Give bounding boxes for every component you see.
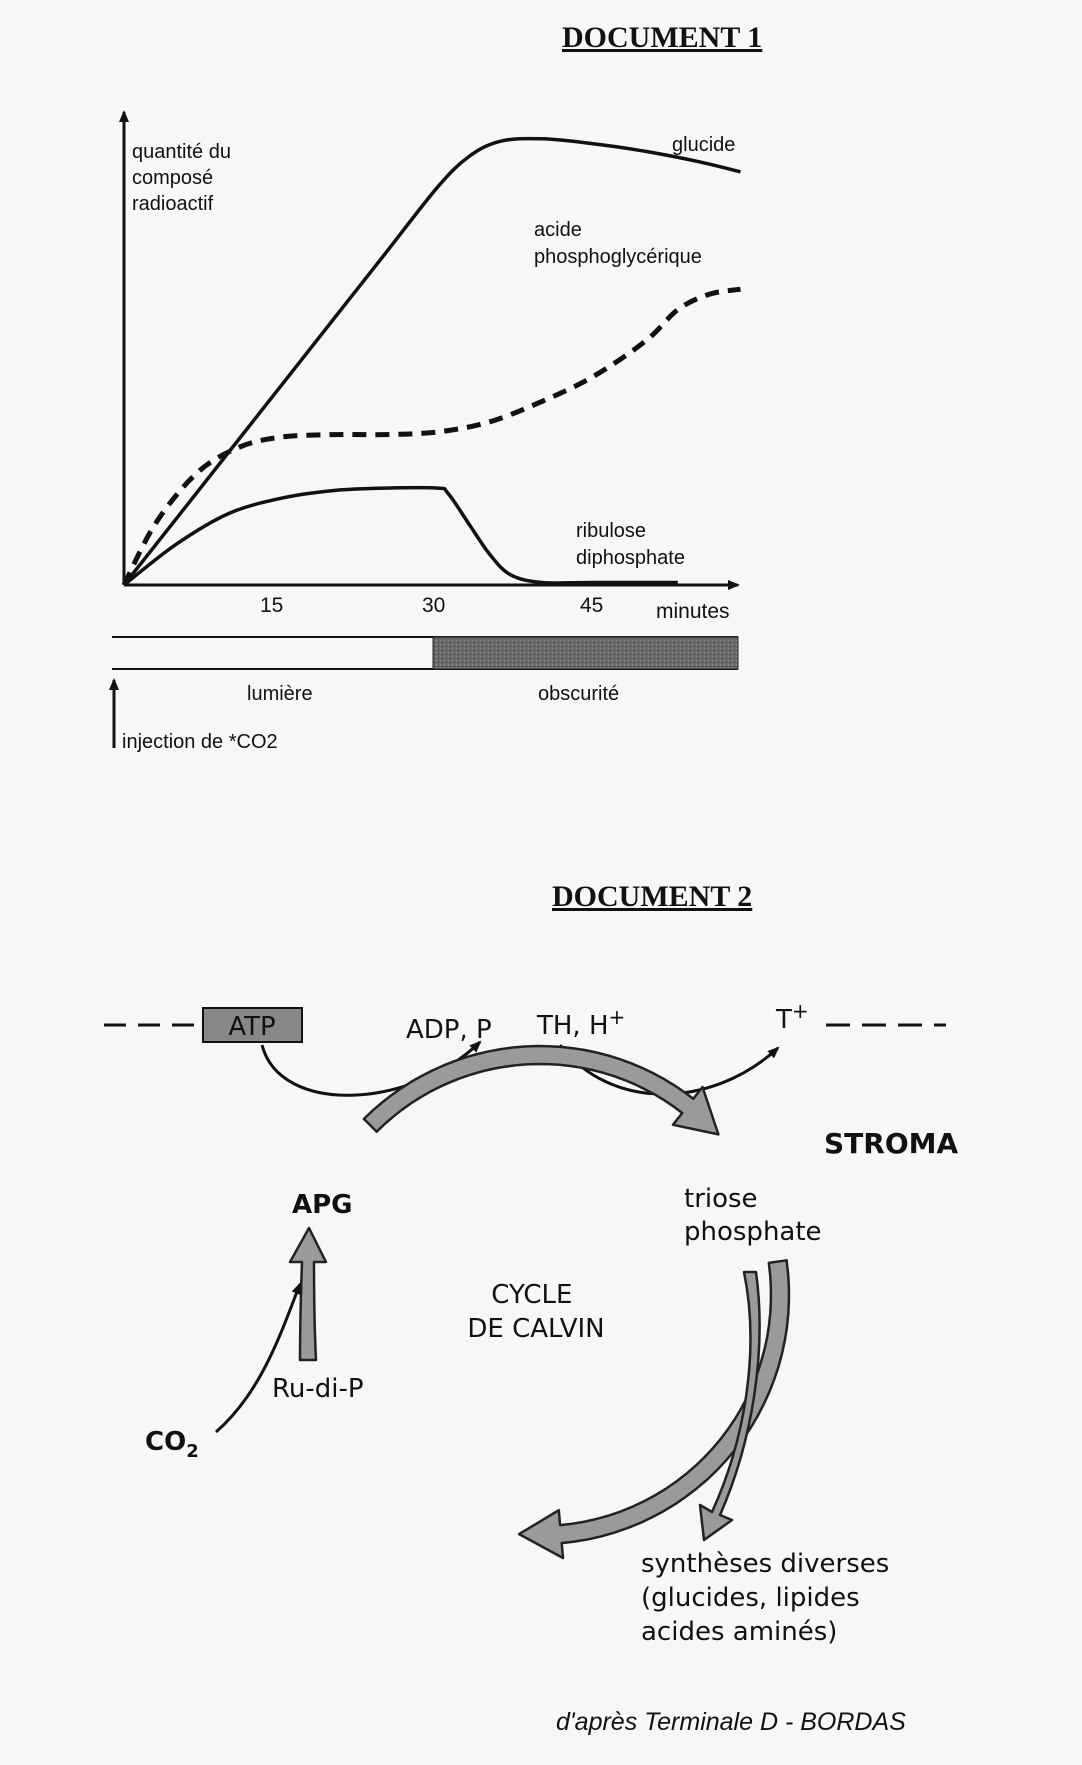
th-h-label: TH, H+ (536, 1005, 625, 1041)
document2-title: DOCUMENT 2 (552, 880, 752, 913)
branch-arrow-to-syntheses (698, 1270, 761, 1542)
syntheses-line-2: (glucides, lipides (641, 1583, 860, 1613)
calvin-line-1: CYCLE (491, 1280, 572, 1310)
series-apg-line (121, 286, 741, 587)
calvin-cycle-diagram: ATP ADP, P TH, H+ T+ STROMA APG triose p… (104, 999, 958, 1647)
x-axis-label: minutes (656, 600, 730, 623)
series-rudp-line (122, 485, 678, 587)
y-axis-label-line-1: quantité du (132, 141, 231, 163)
t-text: T (775, 1005, 792, 1035)
th-h-superscript: + (609, 1005, 626, 1029)
series-label-glucide: glucide (672, 134, 735, 156)
series-label-apg-line-1: acide (534, 219, 582, 241)
th-h-text: TH, H (536, 1011, 609, 1041)
atp-box (202, 1007, 303, 1043)
syntheses-line-1: synthèses diverses (641, 1549, 889, 1579)
series-label-rudp: ribulose diphosphate (576, 520, 685, 569)
y-axis-label: quantité du composé radioactif (132, 141, 237, 215)
y-axis-label-line-2: composé (132, 167, 213, 189)
adp-p-label: ADP, P (406, 1015, 492, 1045)
x-tick-15: 15 (260, 594, 283, 617)
calvin-cycle-label: CYCLE DE CALVIN (467, 1280, 604, 1344)
document1-title: DOCUMENT 1 (562, 21, 762, 54)
co2-label: CO2 (145, 1427, 199, 1462)
co2-subscript: 2 (186, 1441, 199, 1462)
series-label-apg-line-2: phosphoglycérique (534, 246, 702, 268)
injection-label: injection de *CO2 (122, 731, 278, 753)
x-tick-45: 45 (580, 594, 603, 617)
cycle-arrow-rudip-to-apg (288, 1226, 328, 1362)
triose-line-1: triose (684, 1184, 758, 1214)
phase-label-dark: obscurité (538, 683, 619, 705)
phase-darkness-bar (432, 636, 739, 670)
calvin-line-2: DE CALVIN (467, 1314, 604, 1344)
cycle-arrows (288, 1044, 791, 1560)
triose-phosphate-label: triose phosphate (684, 1184, 822, 1247)
syntheses-line-3: acides aminés) (641, 1617, 837, 1647)
series-label-rudp-line-1: ribulose (576, 520, 646, 542)
chart-radioactivity: quantité du composé radioactif glucide a… (109, 110, 741, 753)
t-label: T+ (775, 999, 809, 1035)
series-label-rudp-line-2: diphosphate (576, 547, 685, 569)
ru-di-p-label: Ru-di-P (272, 1374, 364, 1404)
co2-arrow (215, 1282, 302, 1434)
stroma-label: STROMA (824, 1127, 958, 1160)
apg-label: APG (292, 1190, 353, 1220)
syntheses-label: synthèses diverses (glucides, lipides ac… (641, 1549, 898, 1647)
phase-label-light: lumière (247, 683, 313, 705)
x-tick-30: 30 (422, 594, 445, 617)
y-axis-label-line-3: radioactif (132, 193, 214, 215)
cycle-arrow-apg-to-triose (362, 1044, 720, 1136)
triose-line-2: phosphate (684, 1217, 822, 1247)
co2-text: CO (145, 1427, 186, 1457)
atp-label: ATP (228, 1012, 275, 1042)
source-credit: d'après Terminale D - BORDAS (556, 1708, 906, 1736)
t-superscript: + (792, 999, 809, 1023)
series-label-apg: acide phosphoglycérique (534, 219, 702, 268)
